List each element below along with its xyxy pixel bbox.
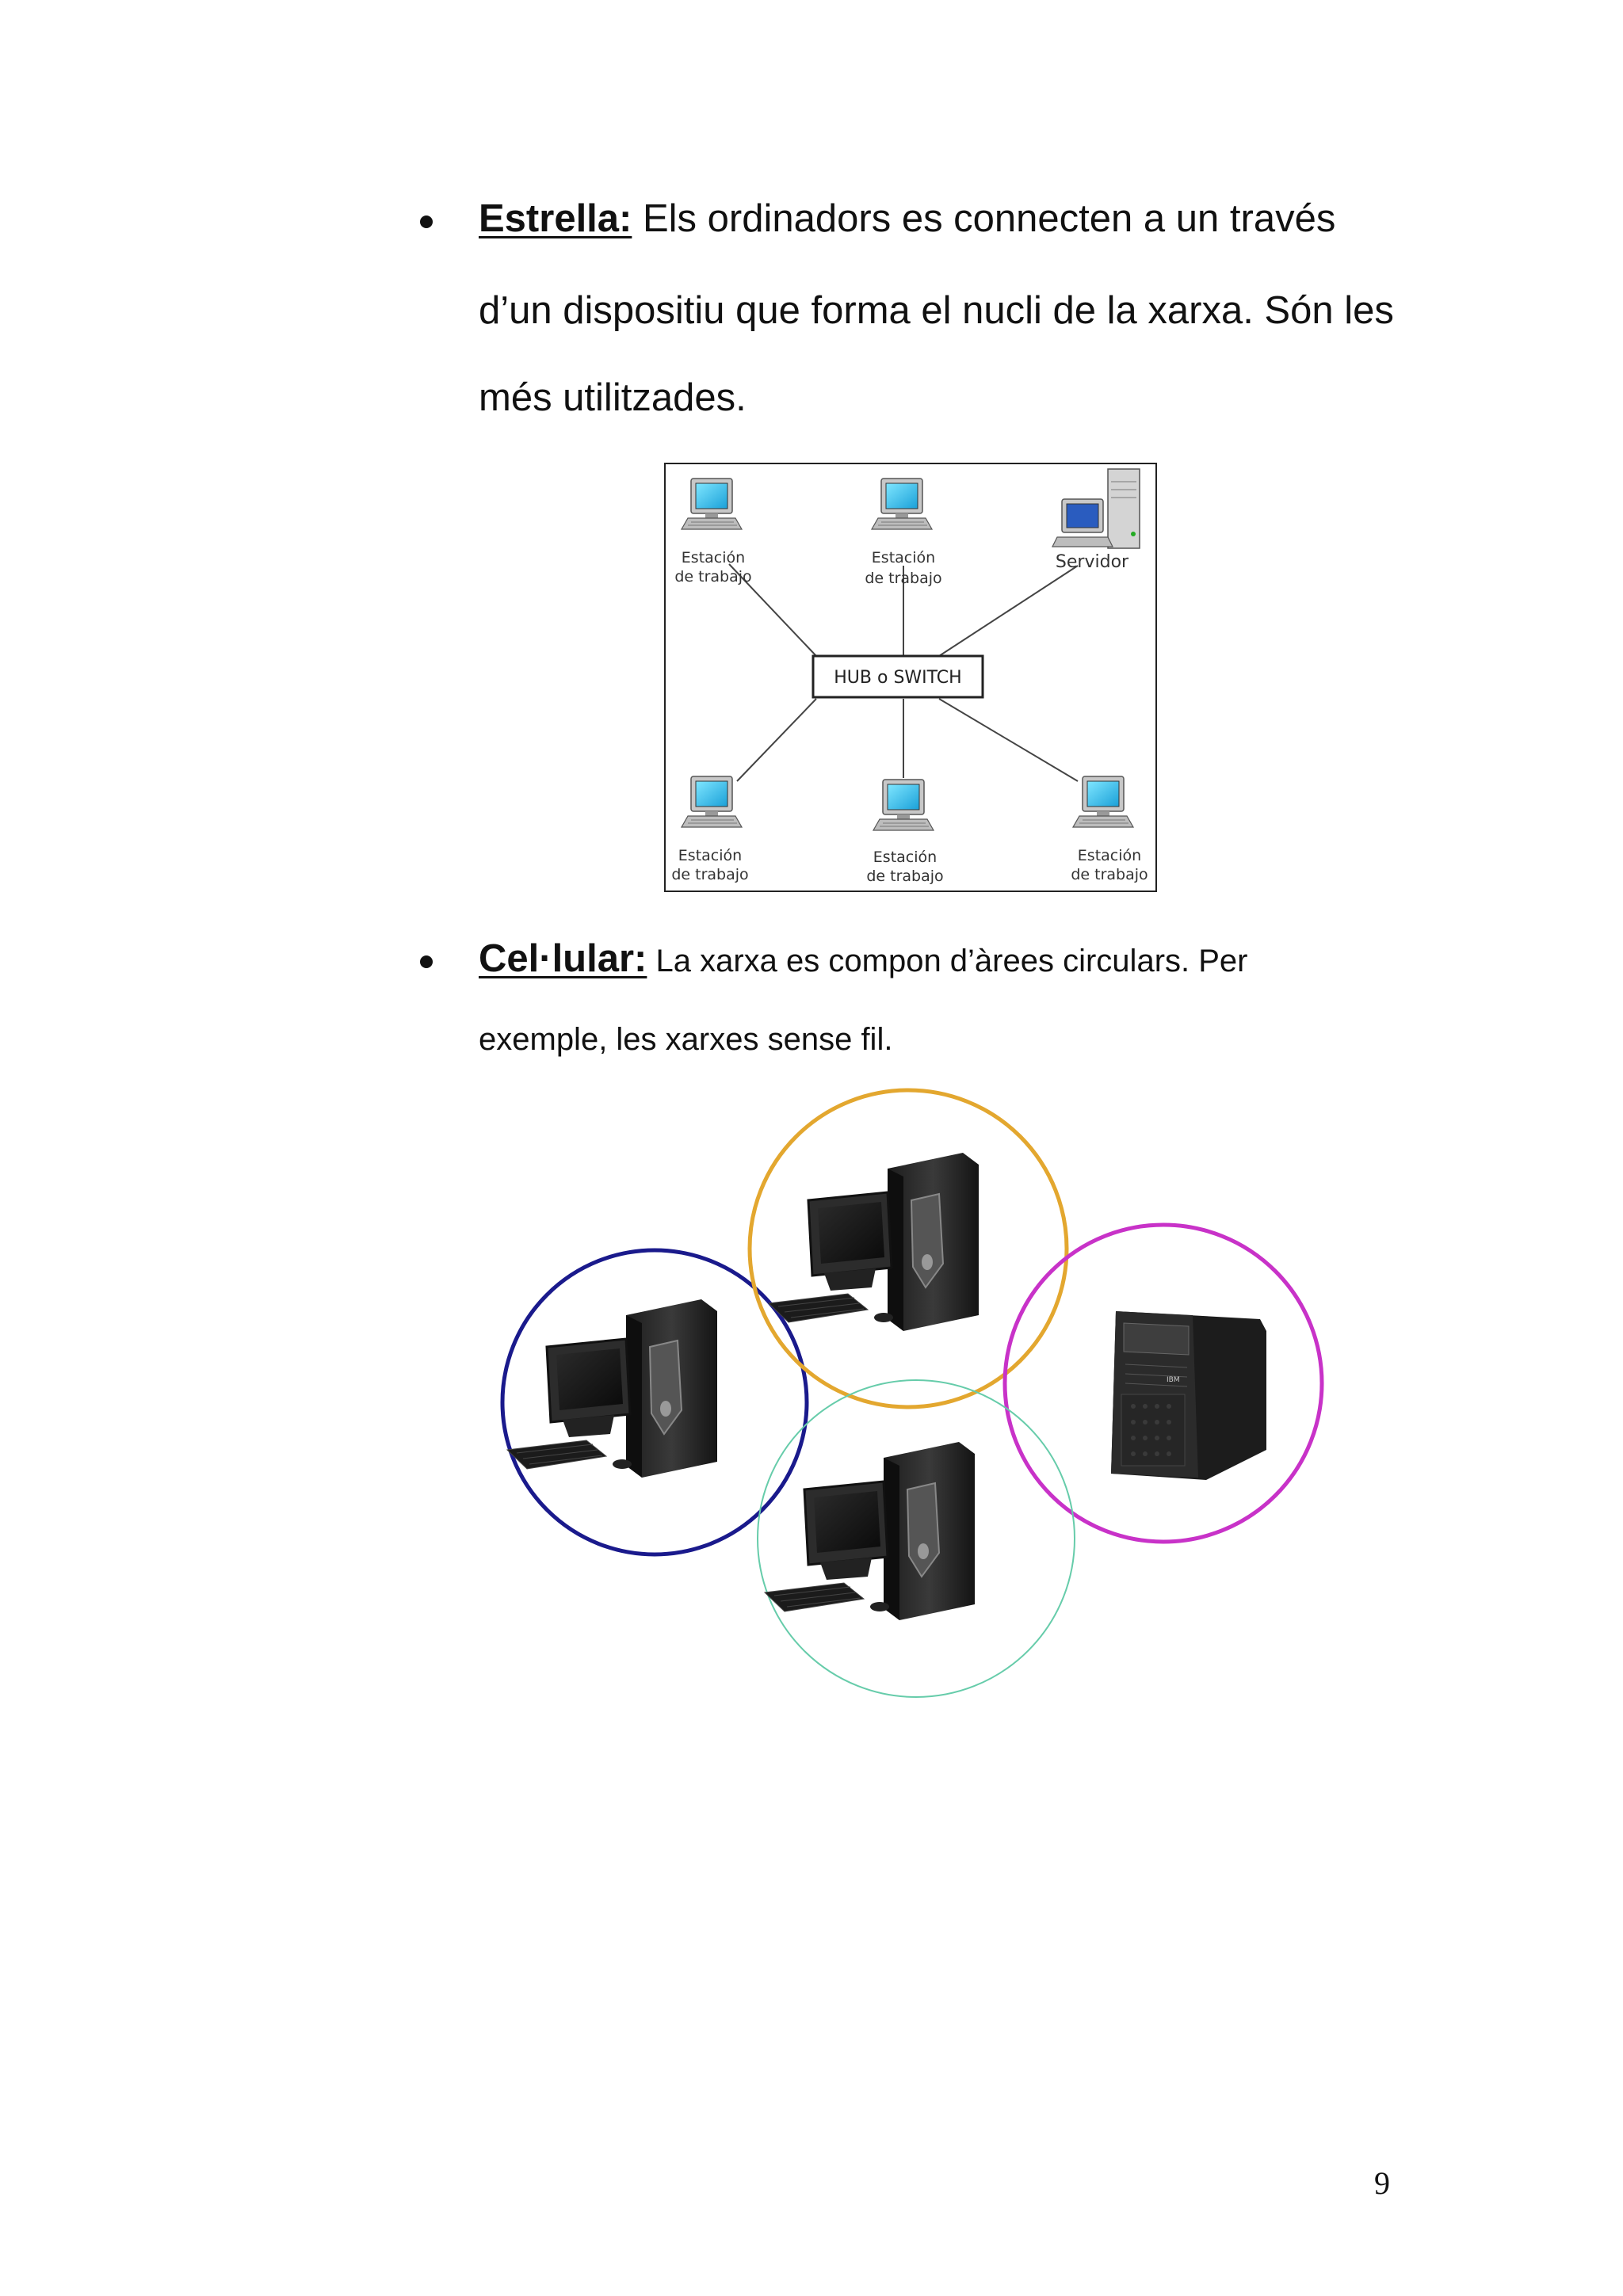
estrella-line-2: d’un dispositiu que forma el nucli de la… [479,292,1394,330]
estrella-line-3: més utilitzades. [479,379,747,418]
estrella-text-2: d’un dispositiu que forma el nucli de la… [479,289,1394,332]
cell-circle-right [1002,1222,1324,1544]
server-icon [1052,468,1140,549]
workstation-label: de trabajo [671,866,748,883]
bullet-dot [420,955,433,968]
connection-lines [728,563,1079,782]
page-number: 9 [1374,2165,1390,2201]
estrella-term: Estrella: [479,197,632,240]
hub-label: HUB o SWITCH [834,668,961,688]
cellular-line-1: Cel·lular: La xarxa es compon d’àrees ci… [479,940,1247,978]
star-topology-svg: HUB o SWITCH Estación de trabajo Estació… [671,468,1148,885]
workstation-icon [1072,776,1134,828]
cellular-term: Cel·lular: [479,937,647,980]
workstation-label: de trabajo [865,570,941,587]
workstation-label: Estación [872,549,935,566]
desktop-computer-icon [767,1151,980,1333]
cellular-network-svg: IBM [500,1088,1324,1698]
server-label: Servidor [1056,552,1129,572]
server-brand: IBM [1167,1376,1180,1384]
hub-box [812,654,984,699]
star-topology-diagram: HUB o SWITCH Estación de trabajo Estació… [664,463,1157,892]
workstation-icon [681,776,743,828]
cellular-text-2: exemple, les xarxes sense fil. [479,1022,893,1057]
workstation-label: Estación [873,849,937,866]
desktop-computer-icon [506,1298,719,1479]
workstation-icon [873,779,934,831]
workstation-label: Estación [1078,847,1141,864]
workstation-label: Estación [678,847,742,864]
estrella-text-3: més utilitzades. [479,376,747,419]
server-tower-icon: IBM [1111,1311,1266,1480]
cellular-line-2: exemple, les xarxes sense fil. [479,1024,892,1055]
estrella-text-1: Els ordinadors es connecten a un través [632,197,1336,240]
workstation-label: de trabajo [1071,866,1148,883]
workstation-label: de trabajo [866,868,943,885]
estrella-line-1: Estrella: Els ordinadors es connecten a … [479,200,1335,238]
cellular-text-1: La xarxa es compon d’àrees circulars. Pe… [647,944,1248,978]
cell-circle-bottom [757,1379,1075,1698]
workstation-label: de trabajo [674,568,751,585]
workstation-label: Estación [682,549,745,566]
workstation-icon [871,478,933,530]
cell-circle-left [500,1248,809,1557]
workstation-icon [681,478,743,530]
desktop-computer-icon [763,1440,976,1622]
cell-circle-top [747,1088,1069,1409]
cellular-network-figure: IBM [475,1077,1347,1715]
bullet-dot [420,215,433,228]
